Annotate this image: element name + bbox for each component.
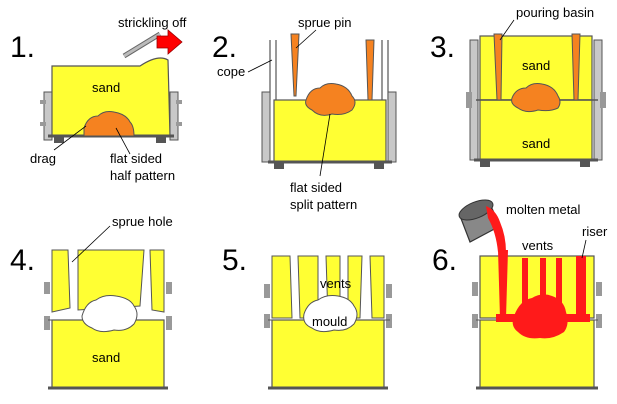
sand-fill <box>51 57 171 137</box>
label-sand-1: sand <box>92 80 120 95</box>
label-sand-4: sand <box>92 350 120 365</box>
label-sand-3a: sand <box>522 58 550 73</box>
step-1-number: 1. <box>10 31 35 64</box>
label-vents-5: vents <box>320 276 352 291</box>
label-vents-6: vents <box>522 238 554 253</box>
step-4-number: 4. <box>10 244 35 277</box>
label-cope: cope <box>217 64 245 79</box>
label-sand-3b: sand <box>522 136 550 151</box>
mould-cavity-5 <box>303 295 358 333</box>
label-sprue-pin: sprue pin <box>298 15 351 30</box>
label-mould: mould <box>312 314 347 329</box>
label-split-pattern: split pattern <box>290 197 357 212</box>
mould-cavity-4 <box>81 295 138 333</box>
pouring-basin-pin <box>493 33 503 101</box>
split-pattern <box>305 83 356 116</box>
label-sprue-hole: sprue hole <box>112 214 173 229</box>
step-5-number: 5. <box>222 244 247 277</box>
label-drag: drag <box>30 151 56 166</box>
molten-metal-channels <box>496 250 590 339</box>
molten-stream <box>486 206 506 252</box>
half-pattern <box>83 111 135 137</box>
sprue-pin <box>290 33 300 97</box>
step-6-panel: 6. molten metal vents riser <box>432 199 608 390</box>
step-3-panel: 3. pouring basin sand sand <box>430 5 606 167</box>
step-4-panel: 4. sprue hole sand <box>10 214 173 390</box>
label-molten-metal: molten metal <box>506 202 581 217</box>
step-2-panel: 2. sprue pin cope flat sided split patte… <box>212 15 397 212</box>
label-strickling-off: strickling off <box>118 15 187 30</box>
step-1-panel: 1. strickling off sand drag flat sided h… <box>10 15 187 183</box>
label-riser: riser <box>582 224 608 239</box>
strickle-direction-arrow-icon <box>156 29 183 55</box>
step-2-number: 2. <box>212 31 237 64</box>
label-half-pattern: half pattern <box>110 168 175 183</box>
step-3-number: 3. <box>430 31 455 64</box>
step-5-panel: 5. vents mould <box>222 244 392 390</box>
label-flat-sided-1: flat sided <box>110 151 162 166</box>
step-6-number: 6. <box>432 244 457 277</box>
label-flat-sided-2: flat sided <box>290 180 342 195</box>
label-pouring-basin: pouring basin <box>516 5 594 20</box>
